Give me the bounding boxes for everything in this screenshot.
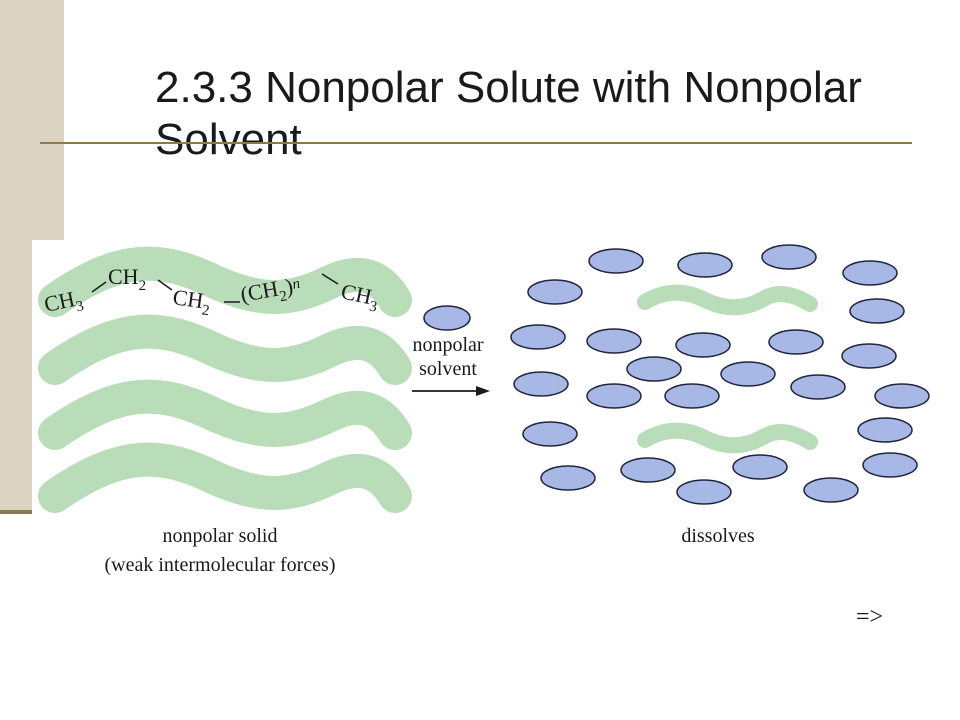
solvent-molecule	[588, 248, 644, 274]
solvent-molecule	[732, 454, 788, 480]
solvent-molecule	[841, 343, 897, 369]
left-caption-line1: nonpolar solid	[163, 525, 278, 547]
formula-ch3-left: CH3	[42, 285, 85, 322]
slide-title: 2.3.3 Nonpolar Solute with Nonpolar Solv…	[155, 63, 862, 164]
solvent-molecule	[664, 383, 720, 409]
solvent-molecule	[842, 260, 898, 286]
alkane-chain-2	[38, 314, 412, 385]
solvent-molecule	[513, 371, 569, 397]
solvent-molecule	[620, 457, 676, 483]
dissolved-chain-1	[637, 284, 818, 316]
solvent-molecule	[720, 361, 776, 387]
formula-ch2-b: CH2	[171, 284, 213, 319]
bond-1	[91, 281, 107, 293]
solvent-molecule	[540, 465, 596, 491]
left-caption-line2: (weak intermolecular forces)	[105, 554, 336, 576]
alkane-chain-4	[38, 442, 412, 513]
solvent-molecule	[862, 452, 918, 478]
solvent-molecule	[857, 417, 913, 443]
solvent-molecule	[768, 329, 824, 355]
solvent-molecule	[675, 332, 731, 358]
solvent-molecule	[677, 252, 733, 278]
solvent-molecule	[522, 421, 578, 447]
solvent-molecule	[626, 356, 682, 382]
solvent-molecule	[586, 328, 642, 354]
solution	[510, 244, 930, 505]
solvent-molecule-icon	[423, 305, 471, 331]
formula-ch2-a: CH2	[108, 264, 146, 294]
solvent-molecule	[849, 298, 905, 324]
right-caption: dissolves	[681, 525, 755, 547]
bond-4	[321, 273, 339, 285]
solvent-molecule	[874, 383, 930, 409]
alkane-chain-1	[38, 246, 412, 317]
solvent-molecule	[510, 324, 566, 350]
solvent-molecule	[676, 479, 732, 505]
solvent-arrow-group: nonpolar solvent	[412, 305, 490, 396]
nonpolar-solid: CH3 CH2 CH2 (CH2)n CH3	[38, 246, 412, 513]
formula-ch3-right: CH3	[338, 278, 381, 315]
solvent-molecule	[790, 374, 846, 400]
solvent-molecule	[803, 477, 859, 503]
alkane-chain-3	[38, 379, 412, 450]
solvent-molecule	[527, 279, 583, 305]
arrow-label-line1: nonpolar	[412, 334, 483, 356]
reaction-arrow-head	[476, 386, 490, 396]
arrow-label-line2: solvent	[419, 358, 477, 380]
title-rule	[40, 142, 912, 144]
next-slide-link[interactable]: =>	[856, 604, 884, 630]
bond-2	[157, 279, 173, 291]
solvent-molecule	[761, 244, 817, 270]
solvent-molecule	[586, 383, 642, 409]
dissolved-chain-2	[637, 422, 818, 454]
